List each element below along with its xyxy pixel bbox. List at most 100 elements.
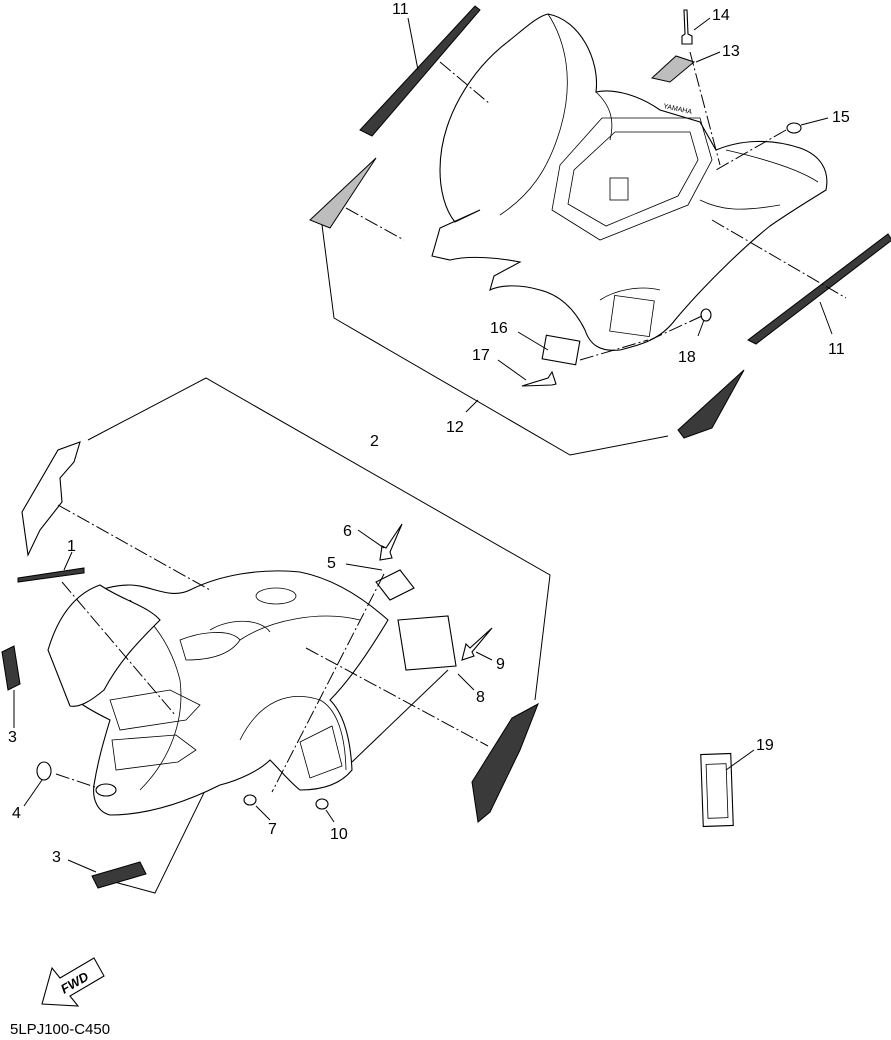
bracket-line-12 — [321, 224, 669, 456]
leader-1 — [63, 551, 73, 571]
decal-3-lower — [91, 861, 147, 889]
leader-16 — [517, 331, 549, 351]
part-15-grommet — [786, 122, 802, 134]
callout-15: 15 — [832, 109, 850, 126]
graphic-11-left — [359, 5, 481, 137]
rear-fender-assembly: YAMAHA — [309, 5, 891, 456]
leader-5-dash — [271, 573, 385, 793]
callout-18: 18 — [678, 349, 696, 366]
front-fender-inner-panel — [299, 725, 343, 779]
leader-8-to-fender — [351, 669, 449, 763]
leader-11a — [407, 17, 419, 71]
decal-3-left — [1, 645, 21, 691]
leader-13-dash — [689, 51, 721, 166]
rear-license-plate-area — [609, 294, 655, 338]
leader-10 — [325, 809, 335, 823]
leader-11b-dash — [711, 219, 847, 299]
leader-1-dash — [61, 581, 177, 717]
part-6-rivet — [379, 523, 403, 561]
rear-fender-contour — [499, 13, 568, 216]
part-4-reflector — [36, 761, 52, 781]
front-side-graphic — [471, 702, 539, 823]
callout-1: 1 — [67, 538, 76, 555]
rear-side-graphic-lower — [677, 369, 745, 439]
diagram-code: 5LPJ100-C450 — [10, 1021, 110, 1038]
front-fender-contour — [239, 615, 361, 641]
leader-14 — [693, 17, 711, 31]
part-19-label-inner — [705, 763, 729, 819]
leader-17 — [497, 359, 527, 381]
rear-fender — [431, 13, 828, 351]
leader-15 — [800, 117, 829, 126]
callout-13: 13 — [722, 43, 740, 60]
callout-19: 19 — [756, 737, 774, 754]
leader-3b — [67, 859, 97, 873]
callout-3a: 3 — [8, 729, 17, 746]
leader-16-dash — [579, 339, 649, 361]
rear-fender-contour — [595, 91, 613, 141]
bracket-line-2 — [87, 377, 551, 701]
callout-11b: 11 — [828, 341, 845, 358]
fuel-cap-opening — [255, 587, 297, 605]
fwd-arrow: FWD — [41, 957, 105, 1007]
leader-9 — [475, 651, 493, 661]
part-19-label — [700, 752, 734, 828]
front-fender-contour — [209, 620, 271, 633]
part-10-grommet — [315, 798, 329, 810]
leader-panel-dash — [345, 207, 405, 241]
leader-7 — [255, 805, 271, 821]
callout-17: 17 — [472, 347, 490, 364]
rear-fender-contour — [699, 199, 781, 210]
leader-11a-dash — [439, 61, 491, 105]
rear-fender-bracket — [609, 177, 629, 201]
leader-panel-dash-2 — [57, 504, 211, 591]
rear-fender-contour — [725, 149, 819, 183]
part-18-grommet — [700, 308, 712, 322]
leader-4-dash — [55, 773, 99, 789]
leader-19 — [725, 749, 755, 771]
front-fender-wheel-arch — [239, 696, 347, 771]
callout-3b: 3 — [52, 849, 61, 866]
leader-4 — [23, 779, 43, 807]
callout-5: 5 — [327, 555, 336, 572]
leader-13 — [695, 51, 721, 63]
callout-labels: 11 14 13 15 16 17 18 11 12 2 6 1 5 9 8 3… — [8, 1, 850, 866]
leader-11b — [819, 301, 833, 335]
decal-1 — [17, 567, 85, 583]
callout-10: 10 — [330, 826, 348, 843]
front-fender-reflector — [95, 783, 117, 797]
fwd-arrow-icon — [41, 957, 105, 1007]
callout-6: 6 — [343, 523, 352, 540]
callout-14: 14 — [712, 7, 730, 24]
part-9-rivet — [461, 627, 493, 661]
leader-12 — [465, 399, 479, 413]
front-fender-headlight-bezel — [109, 689, 201, 731]
part-8-plate — [397, 615, 457, 671]
leader-8 — [457, 673, 475, 691]
front-side-panel-left — [21, 441, 81, 557]
callout-9: 9 — [496, 656, 505, 673]
rear-fender-tray — [551, 117, 713, 241]
rear-fender-contour — [599, 287, 661, 301]
callout-2: 2 — [370, 433, 379, 450]
part-14-pin — [681, 9, 693, 45]
part-5-plate — [375, 569, 415, 601]
part-7-grommet — [243, 794, 257, 806]
leader-5 — [345, 563, 383, 571]
front-fender-assembly — [1, 377, 755, 894]
callout-7: 7 — [268, 821, 277, 838]
rear-fender-tray-inner — [567, 131, 699, 227]
part-16-plate — [541, 334, 581, 366]
callout-16: 16 — [490, 320, 508, 337]
leader-6 — [357, 529, 385, 549]
callout-12: 12 — [446, 419, 464, 436]
part-13-plate — [650, 55, 696, 83]
part-17-rivet — [521, 370, 557, 387]
graphic-11-right — [747, 233, 891, 345]
leader-graphic-dash — [305, 647, 489, 747]
leader-18-dash — [649, 315, 703, 341]
front-side-panel — [47, 584, 161, 707]
leader-15-dash — [715, 129, 787, 171]
callout-4: 4 — [12, 805, 21, 822]
